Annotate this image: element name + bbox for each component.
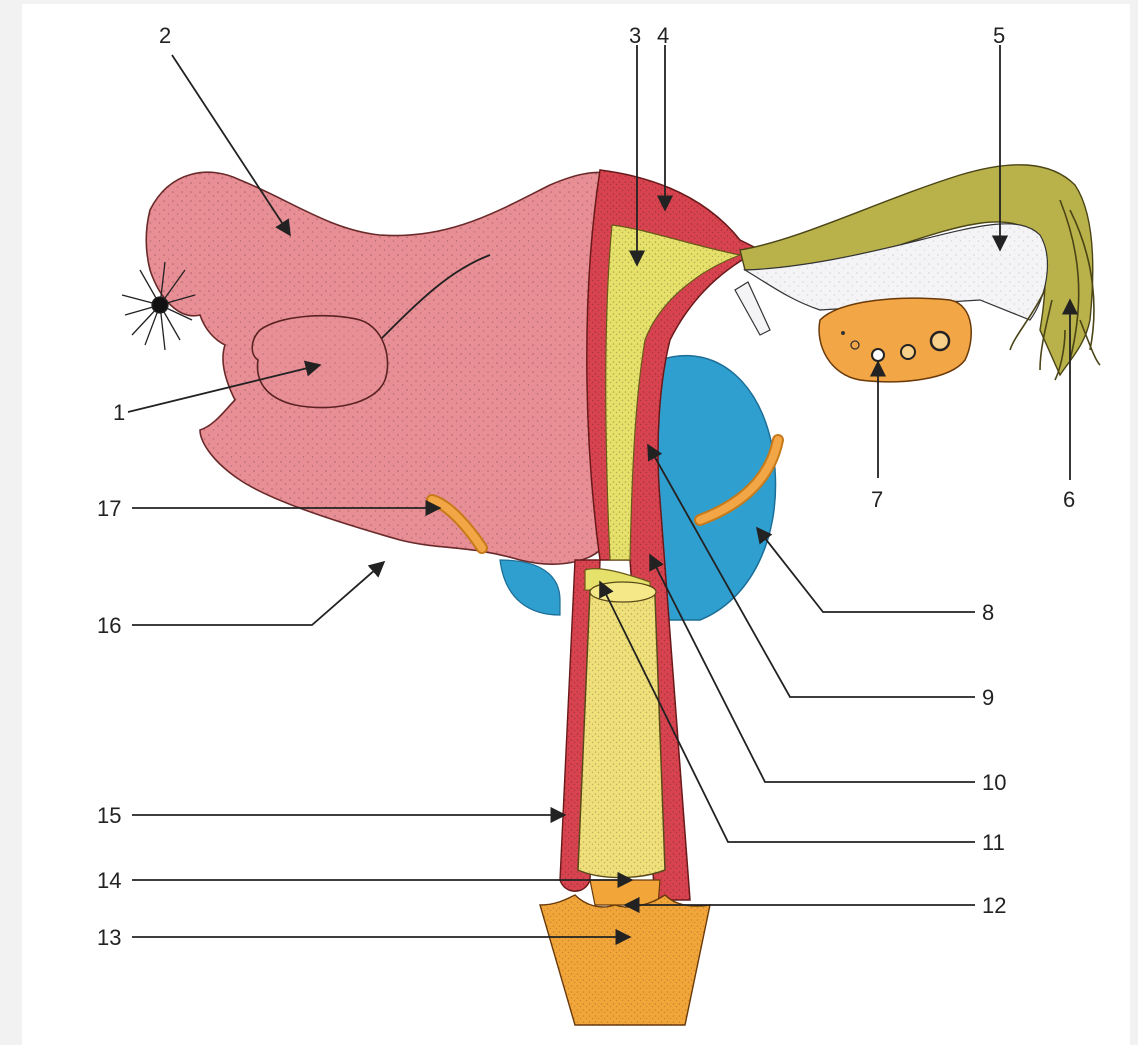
- label-15: 15: [97, 803, 121, 828]
- label-12: 12: [982, 893, 1006, 918]
- label-8: 8: [982, 600, 994, 625]
- label-13: 13: [97, 925, 121, 950]
- label-2: 2: [159, 23, 171, 48]
- label-6: 6: [1063, 487, 1075, 512]
- label-10: 10: [982, 770, 1006, 795]
- label-16: 16: [97, 613, 121, 638]
- label-7: 7: [871, 487, 883, 512]
- label-9: 9: [982, 685, 994, 710]
- label-4: 4: [657, 23, 669, 48]
- label-3: 3: [629, 23, 641, 48]
- label-11: 11: [982, 830, 1005, 855]
- ovary-right: [819, 298, 971, 382]
- label-14: 14: [97, 868, 121, 893]
- label-5: 5: [993, 23, 1005, 48]
- label-1: 1: [113, 400, 125, 425]
- label-17: 17: [97, 496, 121, 521]
